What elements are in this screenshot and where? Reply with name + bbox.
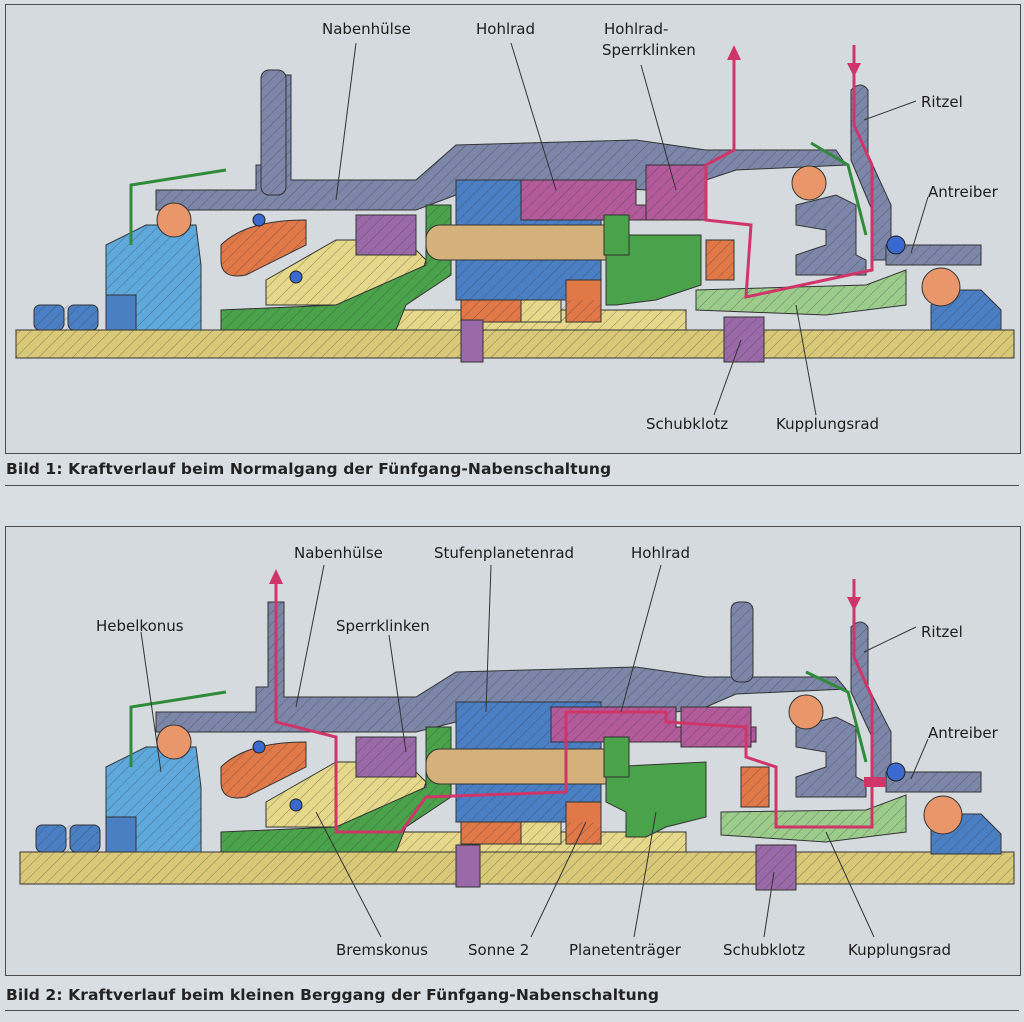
driver-body [795, 194, 867, 276]
label-nabenhuelse: Nabenhülse [322, 20, 411, 38]
small-ball [886, 762, 906, 782]
center-key [455, 844, 481, 888]
lever-cone [33, 224, 202, 331]
planet-carrier [603, 214, 702, 306]
center-key [460, 319, 484, 363]
caption-divider [5, 485, 1019, 486]
leader-lines [335, 42, 929, 416]
axle [19, 831, 1015, 885]
label-schubklotz: Schubklotz [646, 415, 728, 433]
force-path-climb [269, 569, 874, 834]
dust-cap-left [129, 168, 227, 245]
small-ball [289, 798, 303, 812]
brake-shoe [220, 741, 307, 799]
dust-cap-left [129, 690, 227, 767]
label-antreiber: Antreiber [928, 183, 999, 201]
figure-2-panel: Hebelkonus Nabenhülse Sperrklinken Stufe… [5, 526, 1021, 976]
bearing-ball-right [921, 267, 961, 307]
label-stufenplanetenrad: Stufenplanetenrad [434, 544, 574, 562]
axle [15, 309, 1015, 359]
label-sperrklinken: Sperrklinken [336, 617, 430, 635]
small-ball [886, 235, 906, 255]
clutch-wheel [720, 794, 907, 843]
label-schubklotz: Schubklotz [723, 941, 805, 959]
label-antreiber: Antreiber [928, 724, 999, 742]
label-kupplungsrad: Kupplungsrad [848, 941, 951, 959]
small-ball [252, 740, 266, 754]
bearing-ball-right [923, 795, 963, 835]
lever-cone [35, 746, 202, 853]
hub-cross-section-normal-gear: Nabenhülse Hohlrad Hohlrad- Sperrklinken… [15, 20, 1015, 433]
sun-gears [460, 279, 602, 323]
sun-gears [460, 801, 602, 845]
label-nabenhuelse: Nabenhülse [294, 544, 383, 562]
bearing-ball-mid [788, 694, 824, 730]
bearing-ball-left [156, 202, 192, 238]
small-ball [252, 213, 266, 227]
label-hohlrad-sperrklinken-1: Hohlrad- [604, 20, 668, 38]
driver-contact [864, 777, 886, 787]
figure-1-panel: Nabenhülse Hohlrad Hohlrad- Sperrklinken… [5, 4, 1021, 454]
small-ball [289, 270, 303, 284]
label-bremskonus: Bremskonus [336, 941, 428, 959]
label-hebelkonus: Hebelkonus [96, 617, 184, 635]
label-planetentraeger: Planetenträger [569, 941, 682, 959]
bearing-ball-mid [791, 165, 827, 201]
bearing-ball-left [156, 724, 192, 760]
figure-1-caption: Bild 1: Kraftverlauf beim Normalgang der… [6, 460, 612, 478]
figure-2-caption: Bild 2: Kraftverlauf beim kleinen Bergga… [6, 986, 660, 1004]
hub-cross-section-climb-gear: Hebelkonus Nabenhülse Sperrklinken Stufe… [19, 544, 1015, 959]
dust-cap-right [805, 670, 868, 763]
caption-divider [5, 1010, 1019, 1011]
label-hohlrad: Hohlrad [476, 20, 535, 38]
force-path-normal [704, 45, 874, 299]
clutch-wheel [695, 269, 907, 316]
hub-shell [155, 601, 848, 733]
label-ritzel: Ritzel [921, 93, 963, 111]
dust-cap-right [810, 141, 868, 236]
label-kupplungsrad: Kupplungsrad [776, 415, 879, 433]
label-hohlrad: Hohlrad [631, 544, 690, 562]
driver-body [795, 716, 867, 798]
label-hohlrad-sperrklinken-2: Sperrklinken [602, 41, 696, 59]
brake-shoe [220, 219, 307, 277]
planet-carrier [603, 736, 707, 838]
leader-lines [140, 564, 929, 938]
label-ritzel: Ritzel [921, 623, 963, 641]
label-sonne2: Sonne 2 [468, 941, 529, 959]
